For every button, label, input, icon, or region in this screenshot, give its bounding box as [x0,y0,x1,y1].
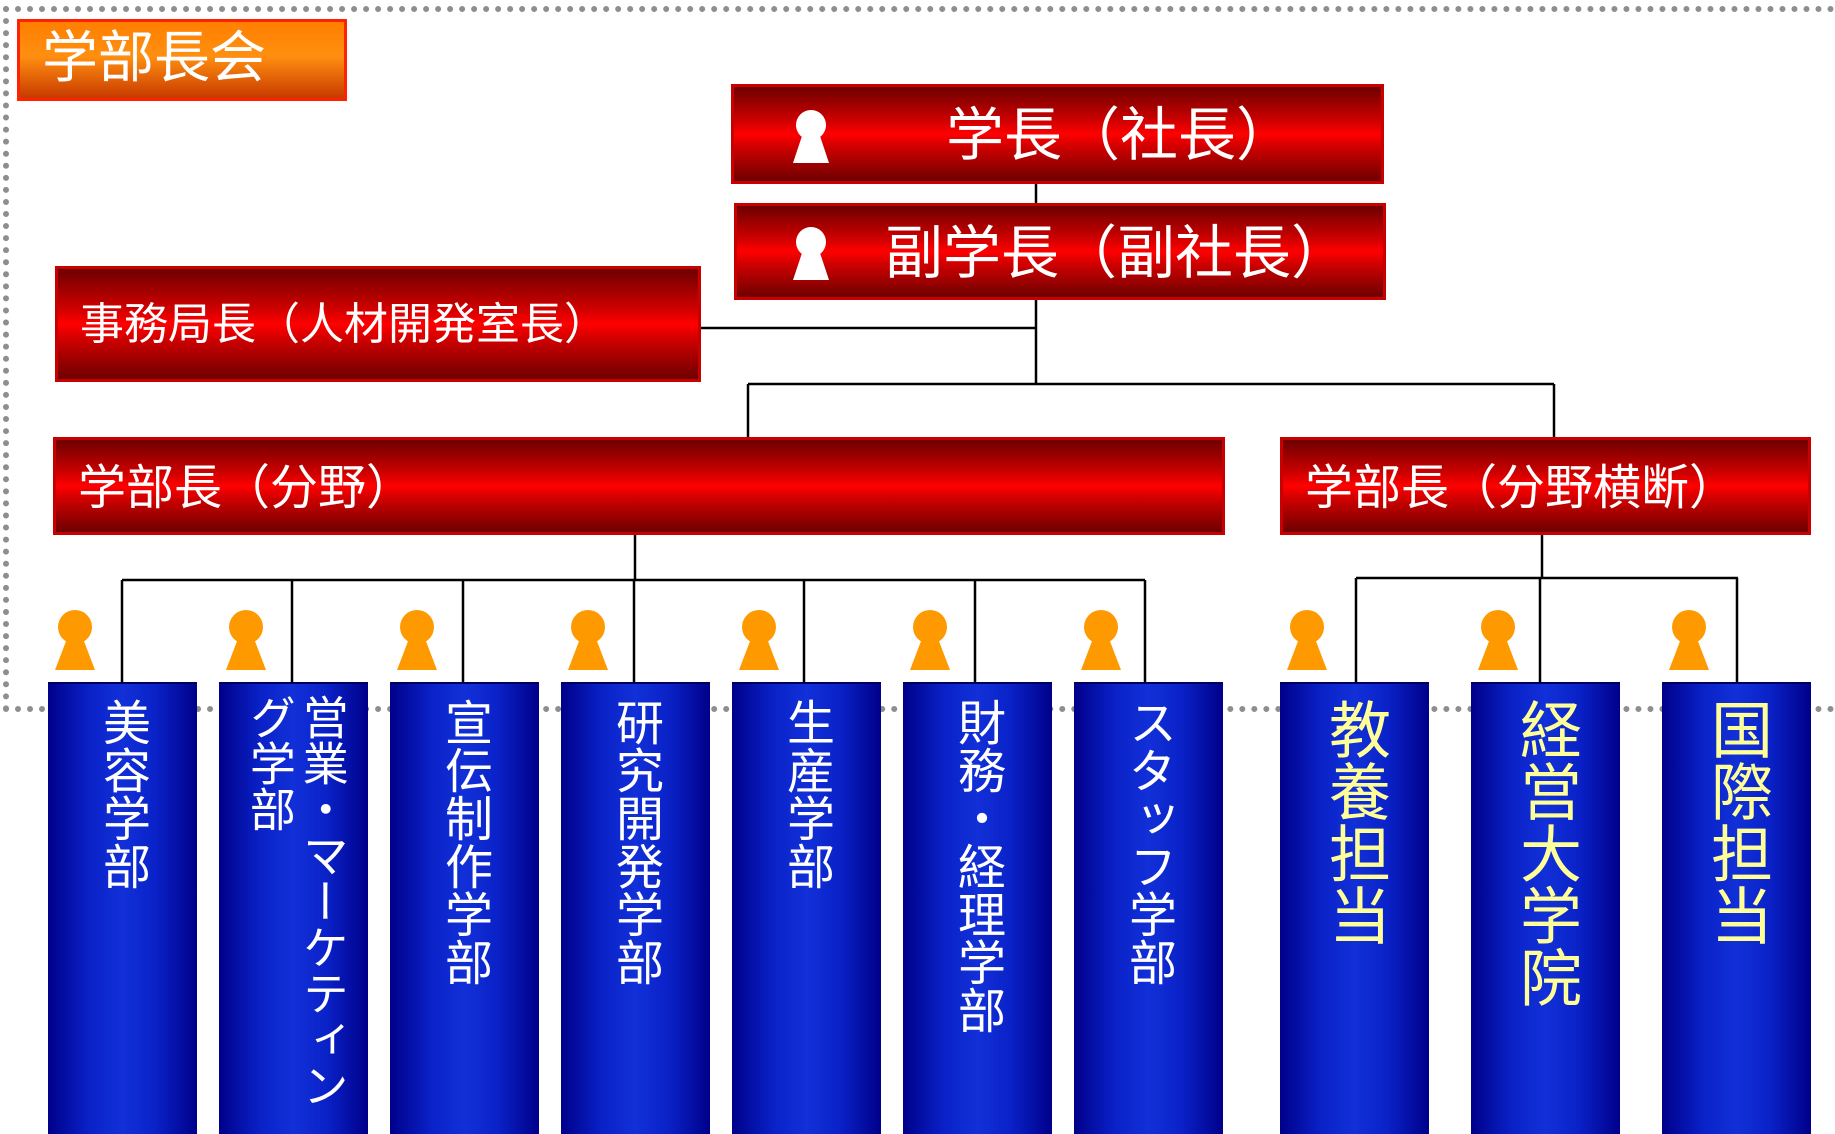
cross-unit-column: 教養担当 [1280,682,1429,1134]
faculty-column: 美容学部 [48,682,197,1134]
president-box: 学長（社長） [731,84,1384,184]
person-icon [226,610,266,670]
cross-unit-label: 教養担当 [1318,698,1391,946]
person-icon [739,610,779,670]
person-icon [793,110,829,163]
dean-cross-label: 学部長（分野横断） [1305,460,1738,516]
faculty-label: 宣伝制作学部 [436,698,492,986]
office-head-label: 事務局長（人材開発室長） [80,299,608,350]
person-icon [910,610,950,670]
faculty-label: 営業・マーケティング学部 [242,694,350,1108]
person-icon [1081,610,1121,670]
person-icon [1478,610,1518,670]
faculty-column: 宣伝制作学部 [390,682,539,1134]
vice-president-label: 副学長（副社長） [885,219,1350,287]
faculty-label: 生産学部 [778,698,834,890]
faculty-column: 営業・マーケティング学部 [219,682,368,1134]
faculty-label: 研究開発学部 [607,698,663,986]
faculty-column: スタッフ学部 [1074,682,1223,1134]
cross-unit-column: 国際担当 [1662,682,1811,1134]
faculty-label: 美容学部 [94,698,150,890]
faculty-column: 財務・経理学部 [903,682,1052,1134]
person-icon [1669,610,1709,670]
person-icon [793,227,829,280]
person-icon [397,610,437,670]
cross-unit-label: 国際担当 [1700,698,1773,946]
dean-cross-box: 学部長（分野横断） [1280,437,1811,535]
dean-field-label: 学部長（分野） [78,460,415,516]
vice-president-box: 副学長（副社長） [734,203,1386,300]
council-label: 学部長会 [17,19,347,101]
person-icon [1287,610,1327,670]
person-icon [55,610,95,670]
faculty-column: 生産学部 [732,682,881,1134]
cross-unit-label: 経営大学院 [1509,698,1582,1008]
person-icon [568,610,608,670]
president-label: 学長（社長） [946,101,1295,169]
office-head-box: 事務局長（人材開発室長） [55,266,701,382]
cross-unit-column: 経営大学院 [1471,682,1620,1134]
faculty-label: 財務・経理学部 [949,698,1005,1034]
faculty-column: 研究開発学部 [561,682,710,1134]
dean-field-box: 学部長（分野） [53,437,1225,535]
faculty-label: スタッフ学部 [1120,698,1176,986]
